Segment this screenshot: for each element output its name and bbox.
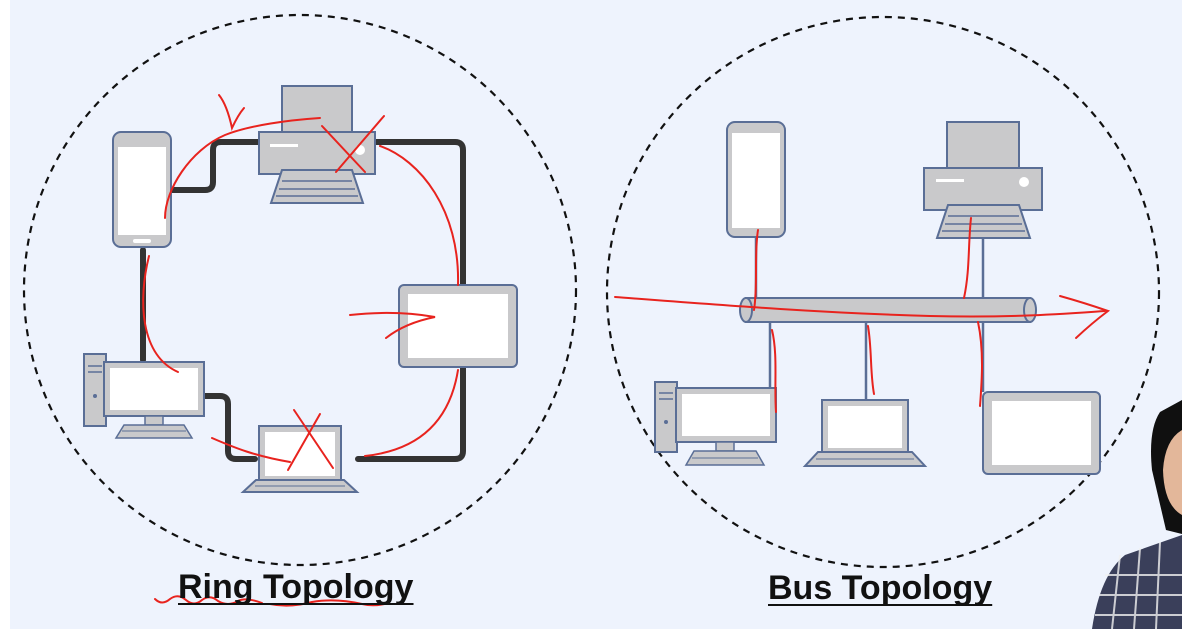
printer-icon <box>923 121 1043 239</box>
ring-topology-diagram: Ring Topology <box>22 13 578 607</box>
desktop-computer-icon <box>654 381 777 466</box>
tablet-icon <box>982 391 1101 475</box>
bus-boundary-circle <box>605 15 1161 569</box>
laptop-icon <box>240 425 360 493</box>
presenter-webcam <box>1092 400 1182 629</box>
desktop-computer-icon <box>83 353 205 439</box>
printer-icon <box>258 85 376 204</box>
bus-topology-title: Bus Topology <box>768 569 992 607</box>
phone-icon <box>112 131 172 248</box>
ring-boundary-circle <box>22 13 578 567</box>
laptop-icon <box>802 399 928 467</box>
bus-topology-diagram: Bus Topology <box>605 15 1161 607</box>
ring-topology-title: Ring Topology <box>178 568 414 606</box>
tablet-icon <box>398 284 518 368</box>
bus-annotations <box>614 217 1111 413</box>
phone-icon <box>726 121 786 238</box>
ring-cable <box>140 139 466 462</box>
ring-annotations <box>142 94 460 607</box>
